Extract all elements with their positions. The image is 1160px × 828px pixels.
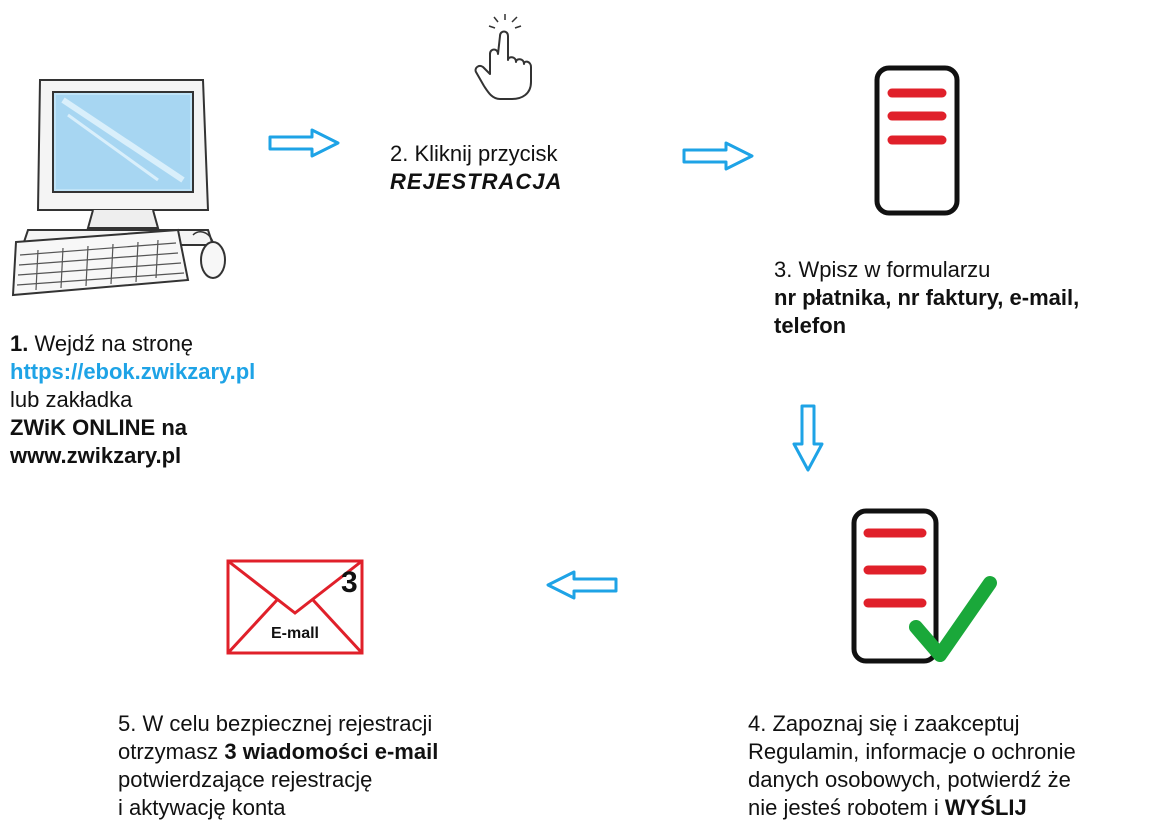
arrow-down-icon — [792, 404, 824, 472]
form-icon — [852, 60, 982, 220]
arrow-right-icon — [682, 141, 754, 171]
step2-instruction: 2. Kliknij przycisk — [390, 141, 558, 166]
arrow-left-icon — [546, 570, 618, 600]
form-check-icon — [840, 505, 1020, 675]
step5-line3: potwierdzające rejestrację — [118, 767, 373, 792]
envelope-icon: 3 E-mall — [225, 558, 365, 658]
computer-icon — [8, 70, 233, 300]
step1-text: 1. Wejdź na stronę https://ebok.zwikzary… — [10, 330, 340, 470]
step1-tab-name: ZWiK ONLINE na — [10, 415, 188, 440]
step5-line2: otrzymasz — [118, 739, 225, 764]
step5-line4: i aktywację konta — [118, 795, 286, 820]
step1-intro: Wejdź na stronę — [28, 331, 194, 356]
envelope-label: E-mall — [271, 625, 319, 642]
step3-fields: nr płatnika, nr faktury, e-mail, — [774, 285, 1080, 310]
hand-pointer-icon — [470, 14, 540, 104]
step4-line2: Regulamin, informacje o ochronie — [748, 739, 1076, 764]
step4-line4: nie jesteś robotem i — [748, 795, 945, 820]
email-count-text: 3 wiadomości e-mail — [224, 739, 439, 764]
step5-line1: 5. W celu bezpiecznej rejestracji — [118, 711, 433, 736]
step1-site: www.zwikzary.pl — [10, 443, 182, 468]
submit-label: WYŚLIJ — [944, 795, 1027, 820]
step4-text: 4. Zapoznaj się i zaakceptuj Regulamin, … — [748, 710, 1158, 822]
step2-text: 2. Kliknij przycisk REJESTRACJA — [390, 140, 630, 196]
ebok-link[interactable]: https://ebok.zwikzary.pl — [10, 359, 256, 384]
step4-line3: danych osobowych, potwierdź że — [748, 767, 1071, 792]
step1-or-tab: lub zakładka — [10, 387, 133, 412]
step3-instruction: 3. Wpisz w formularzu — [774, 257, 991, 282]
envelope-count: 3 — [341, 566, 358, 599]
step4-line1: 4. Zapoznaj się i zaakceptuj — [748, 711, 1020, 736]
step1-number: 1. — [10, 331, 29, 356]
step3-text: 3. Wpisz w formularzu nr płatnika, nr fa… — [774, 256, 1159, 340]
step5-text: 5. W celu bezpiecznej rejestracji otrzym… — [118, 710, 538, 822]
step3-fields-cont: telefon — [774, 313, 847, 338]
register-button-label: REJESTRACJA — [390, 169, 563, 194]
arrow-right-icon — [268, 128, 340, 158]
